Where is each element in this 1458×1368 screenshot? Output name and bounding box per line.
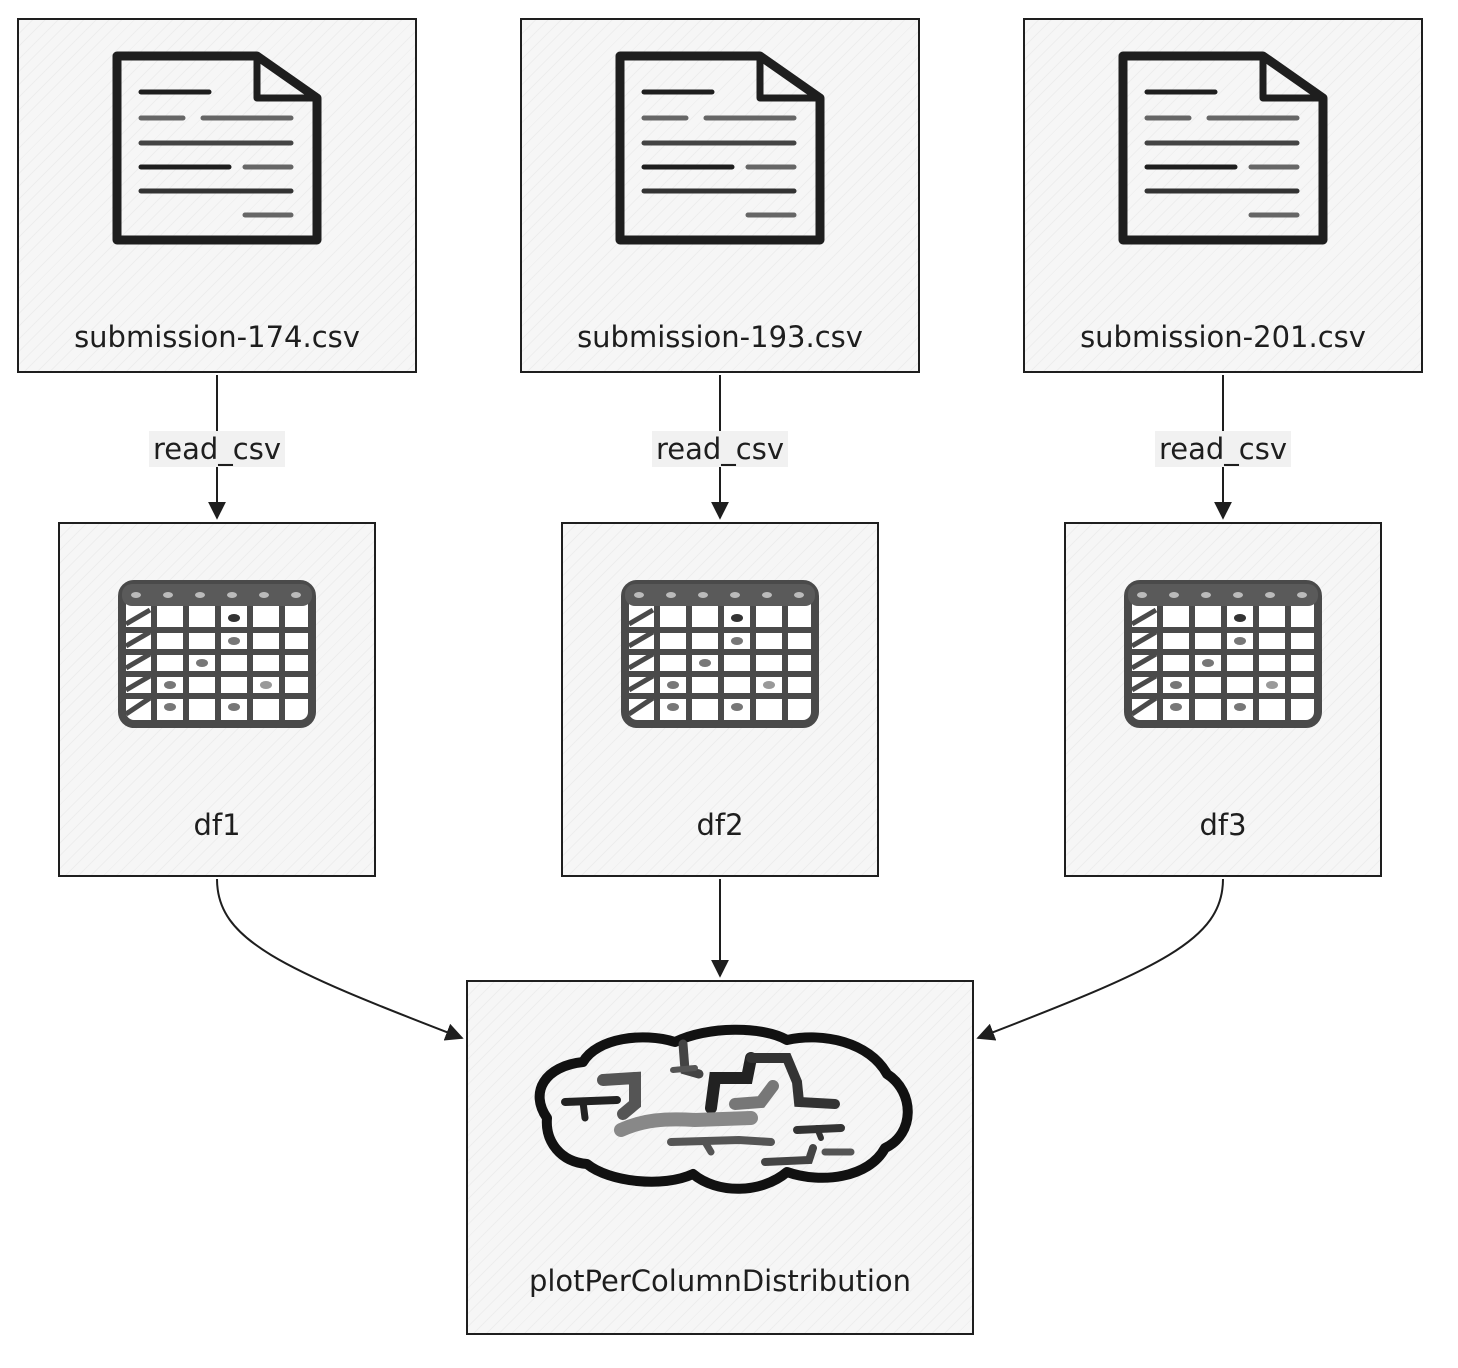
edge-label-read-csv-2: read_csv: [652, 431, 789, 467]
edge-label-read-csv-3: read_csv: [1155, 431, 1292, 467]
edge-label-read-csv-1: read_csv: [149, 431, 286, 467]
file-label: submission-174.csv: [74, 320, 360, 354]
table-icon: [1124, 580, 1322, 728]
file-label: submission-193.csv: [577, 320, 863, 354]
file-label: submission-201.csv: [1080, 320, 1366, 354]
document-icon: [1118, 51, 1328, 245]
document-icon: [615, 51, 825, 245]
document-icon: [112, 51, 322, 245]
table-icon: [621, 580, 819, 728]
dataframe-node-1: df1: [58, 522, 376, 877]
dataframe-node-2: df2: [561, 522, 879, 877]
file-node-2: submission-193.csv: [520, 18, 920, 373]
function-label: plotPerColumnDistribution: [528, 1264, 912, 1298]
dataframe-label: df3: [1199, 808, 1247, 842]
dataframe-node-3: df3: [1064, 522, 1382, 877]
function-node: plotPerColumnDistribution: [466, 980, 974, 1335]
brain-icon: [534, 1024, 913, 1194]
dataframe-label: df2: [696, 808, 744, 842]
file-node-3: submission-201.csv: [1023, 18, 1423, 373]
edge-df3-to-function: [976, 878, 1224, 1041]
dataframe-label: df1: [193, 808, 241, 842]
file-node-1: submission-174.csv: [17, 18, 417, 373]
edge-df1-to-function: [216, 878, 464, 1041]
table-icon: [118, 580, 316, 728]
